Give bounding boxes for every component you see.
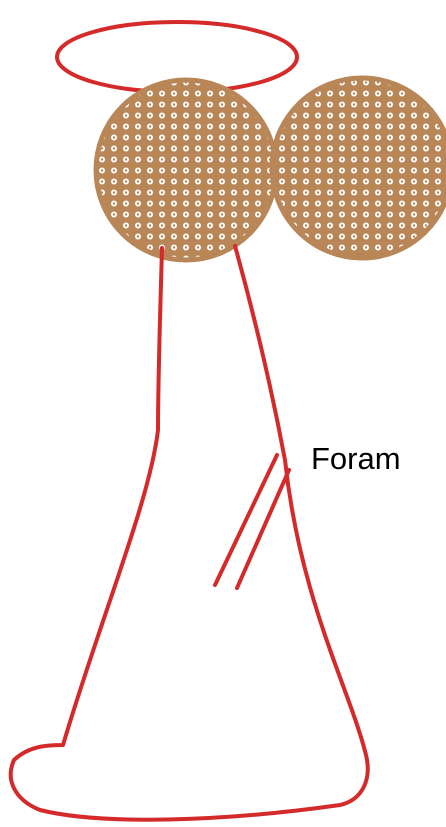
foramen-label: Foram bbox=[311, 441, 401, 476]
left-disc bbox=[96, 80, 276, 260]
elongated-outline bbox=[11, 246, 368, 820]
right-disc bbox=[272, 78, 446, 258]
